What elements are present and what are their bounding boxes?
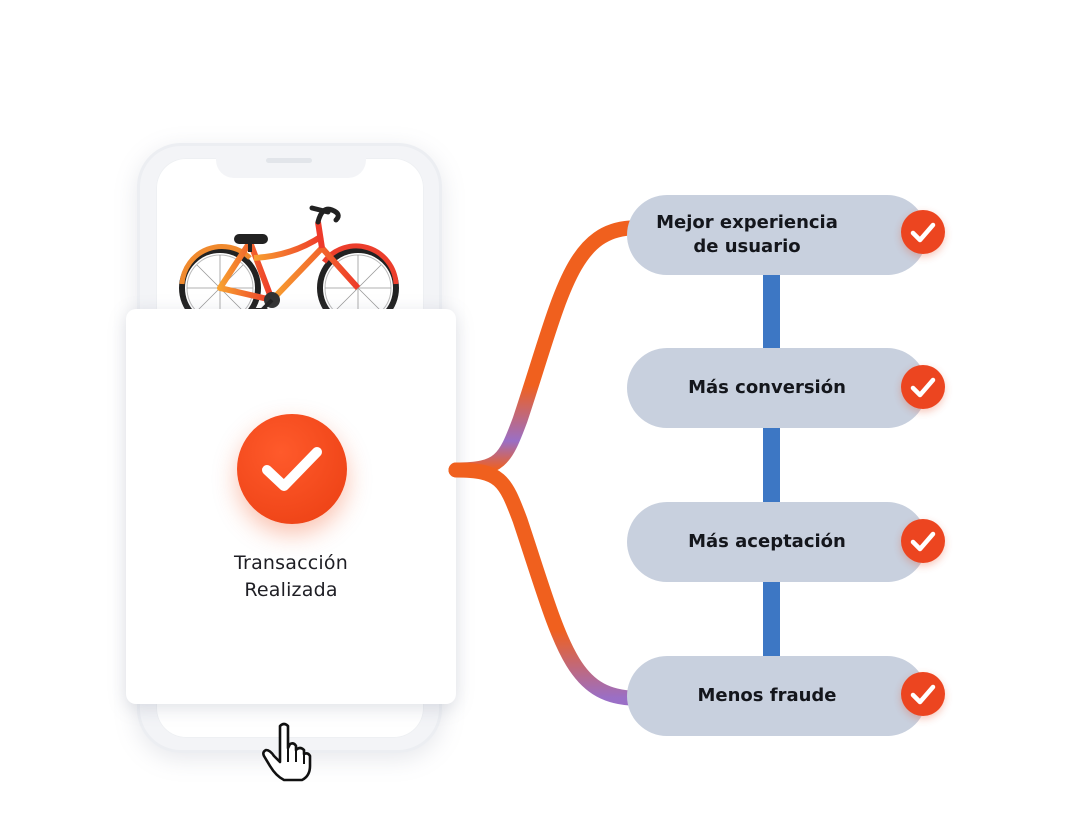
benefit-label-line2: de usuario	[642, 235, 852, 259]
benefit-pill-conversion: Más conversión	[627, 348, 927, 428]
vertical-connector-2	[763, 424, 780, 506]
benefit-pill-experience: Mejor experiencia de usuario	[627, 195, 927, 275]
vertical-connector-3	[763, 578, 780, 660]
benefit-label: Más conversión	[662, 376, 872, 400]
checkmark-icon	[901, 365, 945, 409]
benefit-label: Más aceptación	[662, 530, 872, 554]
vertical-connector-1	[763, 270, 780, 352]
benefit-pill-fraud: Menos fraude	[627, 656, 927, 736]
benefit-pill-acceptance: Más aceptación	[627, 502, 927, 582]
connector-down	[456, 470, 630, 698]
checkmark-icon	[901, 519, 945, 563]
connector-up	[456, 228, 630, 470]
checkmark-icon	[901, 210, 945, 254]
checkmark-icon	[901, 672, 945, 716]
benefit-label-line1: Mejor experiencia	[642, 211, 852, 235]
benefit-label: Menos fraude	[662, 684, 872, 708]
